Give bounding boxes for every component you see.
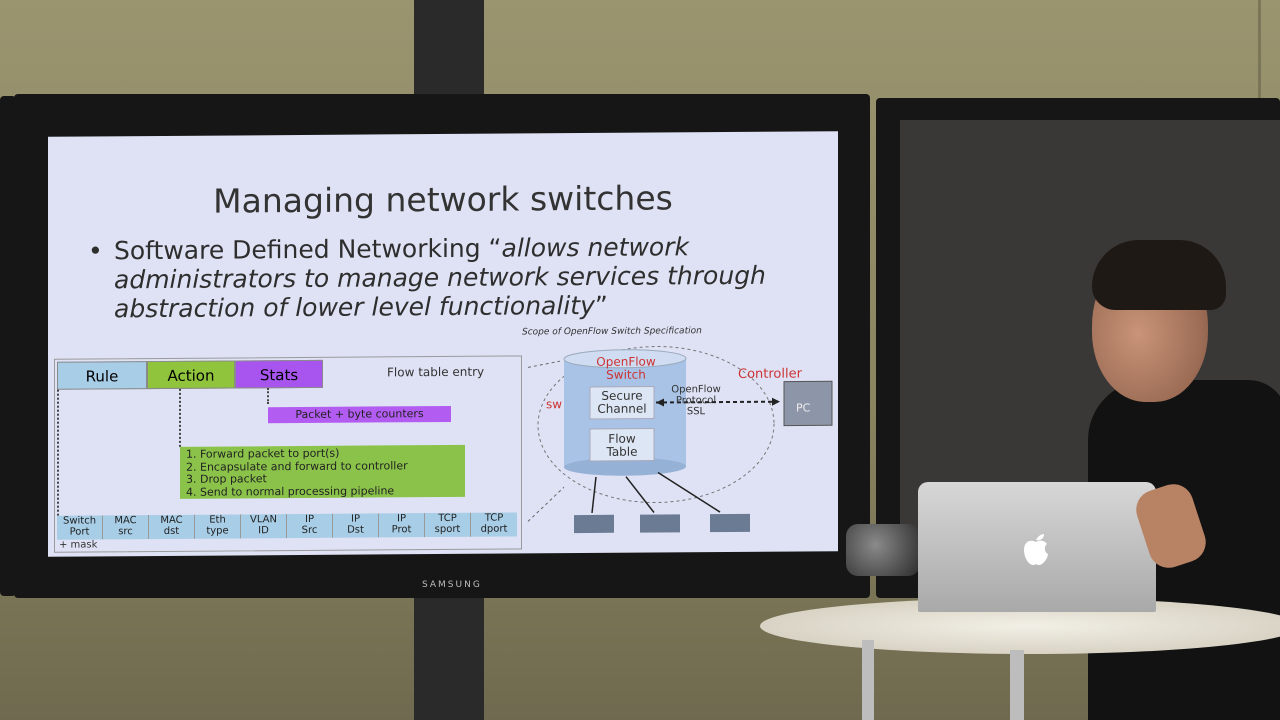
action-cell: Action: [147, 360, 235, 390]
rule-cell: Rule: [57, 361, 147, 390]
presenter-hair: [1092, 240, 1226, 310]
apple-logo-icon: [1024, 534, 1048, 565]
openflow-diagram: [527, 346, 833, 534]
protocol-arrowhead: [772, 397, 780, 406]
protocol-arrow: [656, 400, 778, 404]
stats-cell: Stats: [235, 359, 323, 389]
bullet-end-quote: ”: [594, 290, 608, 320]
bullet-marker: •: [88, 236, 103, 266]
mask-label: + mask: [59, 539, 98, 551]
bullet-text: Software Defined Networking “allows netw…: [114, 231, 804, 323]
action-connector: [179, 388, 181, 447]
scope-caption: Scope of OpenFlow Switch Specification: [522, 326, 702, 338]
controller-label: Controller: [738, 366, 802, 382]
host-link: [657, 471, 721, 513]
slide-bullet: • Software Defined Networking “allows ne…: [88, 231, 808, 323]
protocol-arrowhead: [656, 398, 664, 407]
host-link: [591, 476, 597, 514]
action-item: 4. Send to normal processing pipeline: [186, 483, 395, 499]
host-link: [625, 476, 655, 513]
slide-title: Managing network switches: [213, 178, 673, 221]
host-computer-icon: [710, 513, 750, 533]
left-partial-display: [0, 96, 16, 596]
document-camera: [846, 524, 920, 576]
host-computer-icon: [640, 514, 680, 533]
tv-brand-logo: SAMSUNG: [422, 580, 482, 590]
switch-cylinder-top: [563, 349, 687, 369]
flow-entry-diagram: Rule Action Stats Flow table entry Packe…: [54, 355, 522, 553]
table-leg: [862, 640, 874, 720]
flow-table-entry-caption: Flow table entry: [387, 364, 485, 380]
switch-cylinder-bottom: [564, 457, 686, 476]
host-computer-icon: [574, 514, 614, 534]
scope-line: [527, 360, 561, 368]
rule-connector: [57, 389, 59, 516]
scope-boundary: [537, 346, 775, 504]
flow-table-box: [589, 428, 655, 462]
controller-pc-icon: [783, 380, 833, 427]
sw-label: sw: [546, 397, 563, 412]
secure-channel-box: [589, 386, 655, 420]
slide-screen: Managing network switches • Software Def…: [48, 131, 838, 557]
actions-box: 1. Forward packet to port(s) 2. Encapsul…: [180, 444, 465, 499]
laptop: [918, 482, 1156, 612]
pc-label: PC: [796, 401, 811, 415]
counters-box: Packet + byte counters: [268, 405, 451, 424]
scope-line: [527, 486, 565, 522]
bullet-plain-text: Software Defined Networking “: [114, 233, 502, 266]
table-leg: [1010, 650, 1024, 720]
stats-connector: [267, 388, 269, 405]
main-display: Managing network switches • Software Def…: [14, 94, 870, 598]
